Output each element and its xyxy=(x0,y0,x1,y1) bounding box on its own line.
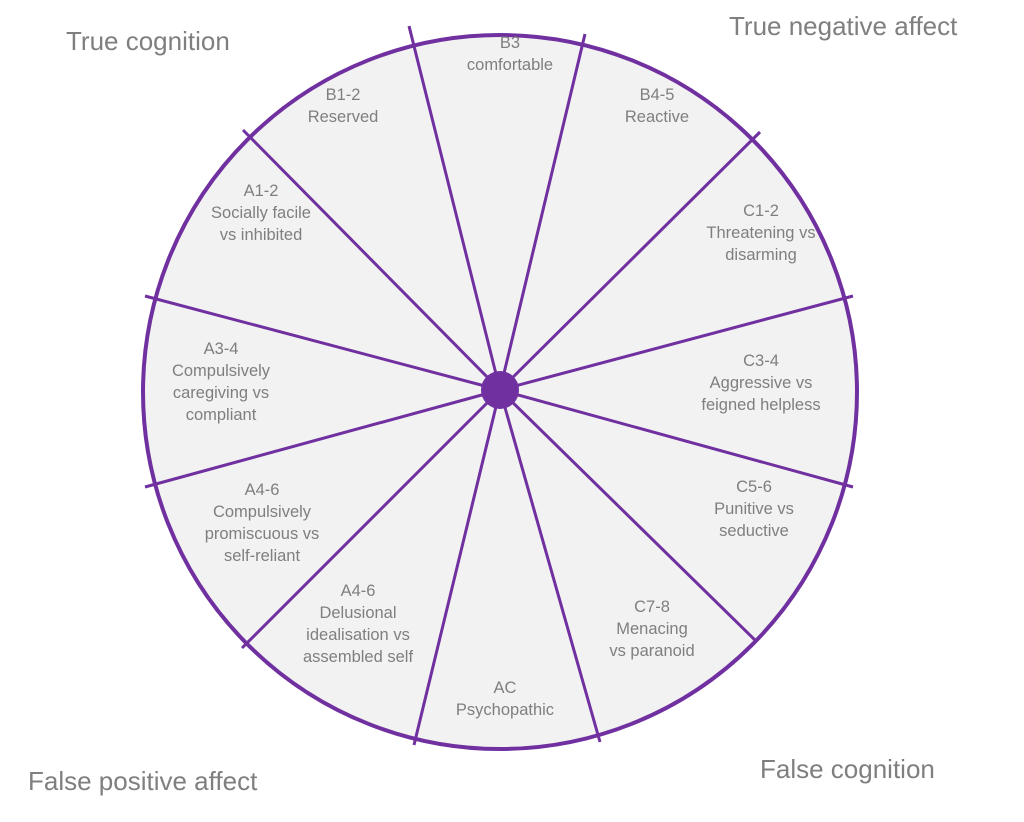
spoke-line xyxy=(498,130,762,392)
segment-label-line: C5-6 xyxy=(736,478,772,496)
segment-label-line: vs paranoid xyxy=(609,642,694,660)
segment-label-line: A3-4 xyxy=(204,340,239,358)
corner-label-true-negative-affect: True negative affect xyxy=(729,11,958,41)
corner-label-true-cognition: True cognition xyxy=(66,26,230,56)
segment-label-line: caregiving vs xyxy=(173,384,269,402)
spoke-line xyxy=(498,389,602,743)
segment-label-line: Reactive xyxy=(625,108,689,126)
segment-label-line: compliant xyxy=(186,406,257,424)
wheel-spokes xyxy=(144,25,854,746)
spoke-line xyxy=(407,25,502,391)
spoke-line xyxy=(412,389,502,746)
segment-label-line: A1-2 xyxy=(244,182,279,200)
segment-label-line: comfortable xyxy=(467,56,553,74)
spoke-line xyxy=(144,388,501,489)
segment-label-line: idealisation vs xyxy=(306,626,410,644)
segment-label-line: seductive xyxy=(719,522,789,540)
segment-label-line: Compulsively xyxy=(213,503,312,521)
segment-label-line: C7-8 xyxy=(634,598,670,616)
segment-label-line: A4-6 xyxy=(245,481,280,499)
segment-label-line: Psychopathic xyxy=(456,701,554,719)
segment-label-line: Compulsively xyxy=(172,362,271,380)
segment-label-line: promiscuous vs xyxy=(205,525,320,543)
segment-label-line: Menacing xyxy=(616,620,688,638)
segment-label-line: B1-2 xyxy=(326,86,361,104)
segment-label-line: AC xyxy=(494,679,517,697)
segment-label-ac: AC Psychopathic xyxy=(456,679,554,719)
segment-label-line: assembled self xyxy=(303,648,413,666)
corner-label-false-positive-affect: False positive affect xyxy=(28,766,258,796)
spoke-line xyxy=(240,388,502,650)
segment-label-line: disarming xyxy=(725,246,797,264)
segment-label-line: Reserved xyxy=(308,108,379,126)
spoke-line xyxy=(499,294,854,392)
segment-label-line: B4-5 xyxy=(640,86,675,104)
wheel-hub xyxy=(481,371,519,409)
spoke-line xyxy=(144,294,501,392)
segment-label-line: Delusional xyxy=(319,604,396,622)
segment-label-line: A4-6 xyxy=(341,582,376,600)
corner-label-false-cognition: False cognition xyxy=(760,754,935,784)
spoke-line xyxy=(498,33,587,391)
spoke-line xyxy=(498,388,759,644)
segment-label-line: Threatening vs xyxy=(706,224,815,242)
spoke-line xyxy=(499,388,854,489)
segment-label-line: Aggressive vs xyxy=(710,374,813,392)
spoke-line xyxy=(241,128,502,392)
segment-label-line: Socially facile xyxy=(211,204,311,222)
segment-label-line: C1-2 xyxy=(743,202,779,220)
segment-label-b3: B3 comfortable xyxy=(467,34,553,74)
segment-label-line: B3 xyxy=(500,34,520,52)
segment-label-line: C3-4 xyxy=(743,352,779,370)
segment-label-line: self-reliant xyxy=(224,547,301,565)
segment-label-line: feigned helpless xyxy=(701,396,820,414)
segment-label-line: Punitive vs xyxy=(714,500,794,518)
segment-label-line: vs inhibited xyxy=(220,226,303,244)
